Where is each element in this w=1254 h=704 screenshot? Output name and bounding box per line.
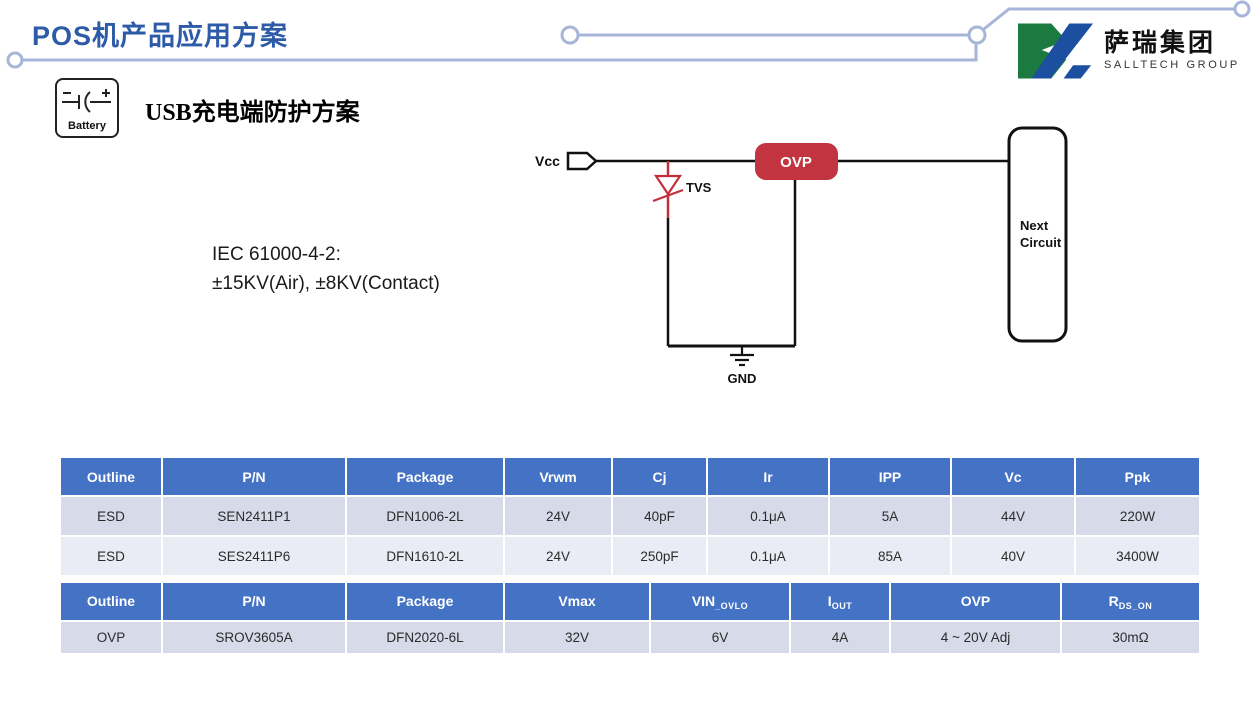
gnd-label: GND xyxy=(728,371,757,386)
vcc-label: Vcc xyxy=(535,153,560,169)
t2-header-pn: P/N xyxy=(161,581,347,622)
tvs-diode-icon xyxy=(653,174,683,196)
iec-note-line1: IEC 61000-4-2: xyxy=(212,244,341,265)
t1-header-ir: Ir xyxy=(706,456,830,497)
table-cell: SES2411P6 xyxy=(161,535,347,577)
t2-header-rdson: RDS_ON xyxy=(1060,581,1201,622)
t2-header-vmax: Vmax xyxy=(503,581,651,622)
table-cell: 4A xyxy=(789,620,891,655)
section-subtitle: USB充电端防护方案 xyxy=(145,100,360,126)
page-title: POS机产品应用方案 xyxy=(32,21,289,51)
ovp-label: OVP xyxy=(780,154,812,171)
t1-header-package: Package xyxy=(345,456,505,497)
table-cell: 5A xyxy=(828,495,952,537)
table-cell: ESD xyxy=(59,535,163,577)
table-row: ESD SEN2411P1 DFN1006-2L 24V 40pF 0.1μA … xyxy=(59,495,1201,537)
table-cell: OVP xyxy=(59,620,163,655)
t1-header-ppk: Ppk xyxy=(1074,456,1201,497)
table-cell: 0.1μA xyxy=(706,535,830,577)
table-cell: 85A xyxy=(828,535,952,577)
t2-header-vin-ovlo: VIN_OVLO xyxy=(649,581,791,622)
circuit-diagram: Vcc TVS OVP GND Next Circuit xyxy=(535,126,1068,386)
t1-header-cj: Cj xyxy=(611,456,708,497)
logo: 萨瑞集团 SALLTECH GROUP xyxy=(1018,22,1240,80)
logo-name-en: SALLTECH GROUP xyxy=(1104,59,1240,71)
next-circuit-label-2: Circuit xyxy=(1020,235,1062,250)
ovp-table: Outline P/N Package Vmax VIN_OVLO IOUT O… xyxy=(59,581,1201,655)
t2-header-iout: IOUT xyxy=(789,581,891,622)
table-cell: 24V xyxy=(503,495,613,537)
gnd-symbol-icon xyxy=(730,346,754,367)
t1-header-vrwm: Vrwm xyxy=(503,456,613,497)
table-cell: 32V xyxy=(503,620,651,655)
t2-header-outline: Outline xyxy=(59,581,163,622)
table-cell: ESD xyxy=(59,495,163,537)
battery-box: Battery xyxy=(55,78,119,138)
decor-lines xyxy=(6,0,1251,69)
t2-header-ovp: OVP xyxy=(889,581,1062,622)
table-cell: DFN1610-2L xyxy=(345,535,505,577)
ovp-block xyxy=(755,143,838,180)
table-cell: 40V xyxy=(950,535,1076,577)
t1-header-outline: Outline xyxy=(59,456,163,497)
next-circuit-box xyxy=(1007,126,1068,343)
table-cell: 6V xyxy=(649,620,791,655)
battery-icon xyxy=(62,89,111,113)
t2-header-package: Package xyxy=(345,581,505,622)
logo-name-cn: 萨瑞集团 xyxy=(1104,29,1217,57)
next-circuit-label-1: Next xyxy=(1020,218,1049,233)
table-cell: 250pF xyxy=(611,535,708,577)
tvs-label: TVS xyxy=(686,180,712,195)
iec-note: IEC 61000-4-2: ±15KV(Air), ±8KV(Contact) xyxy=(212,240,440,299)
table-cell: DFN1006-2L xyxy=(345,495,505,537)
t1-header-ipp: IPP xyxy=(828,456,952,497)
t1-header-pn: P/N xyxy=(161,456,347,497)
t1-header-vc: Vc xyxy=(950,456,1076,497)
table-cell: 4 ~ 20V Adj xyxy=(889,620,1062,655)
battery-label: Battery xyxy=(68,120,106,132)
iec-note-line2: ±15KV(Air), ±8KV(Contact) xyxy=(212,273,440,295)
vcc-connector-icon xyxy=(566,151,598,171)
table-cell: SEN2411P1 xyxy=(161,495,347,537)
table-cell: 3400W xyxy=(1074,535,1201,577)
table-row: ESD SES2411P6 DFN1610-2L 24V 250pF 0.1μA… xyxy=(59,535,1201,577)
table-cell: 24V xyxy=(503,535,613,577)
table-cell: 30mΩ xyxy=(1060,620,1201,655)
table-cell: SROV3605A xyxy=(161,620,347,655)
table-cell: 40pF xyxy=(611,495,708,537)
logo-mark-icon xyxy=(1018,23,1094,79)
table-cell: 220W xyxy=(1074,495,1201,537)
table-cell: DFN2020-6L xyxy=(345,620,505,655)
table-cell: 44V xyxy=(950,495,1076,537)
table-cell: 0.1μA xyxy=(706,495,830,537)
table-row: OVP SROV3605A DFN2020-6L 32V 6V 4A 4 ~ 2… xyxy=(59,620,1201,655)
esd-table: Outline P/N Package Vrwm Cj Ir IPP Vc Pp… xyxy=(59,456,1201,577)
